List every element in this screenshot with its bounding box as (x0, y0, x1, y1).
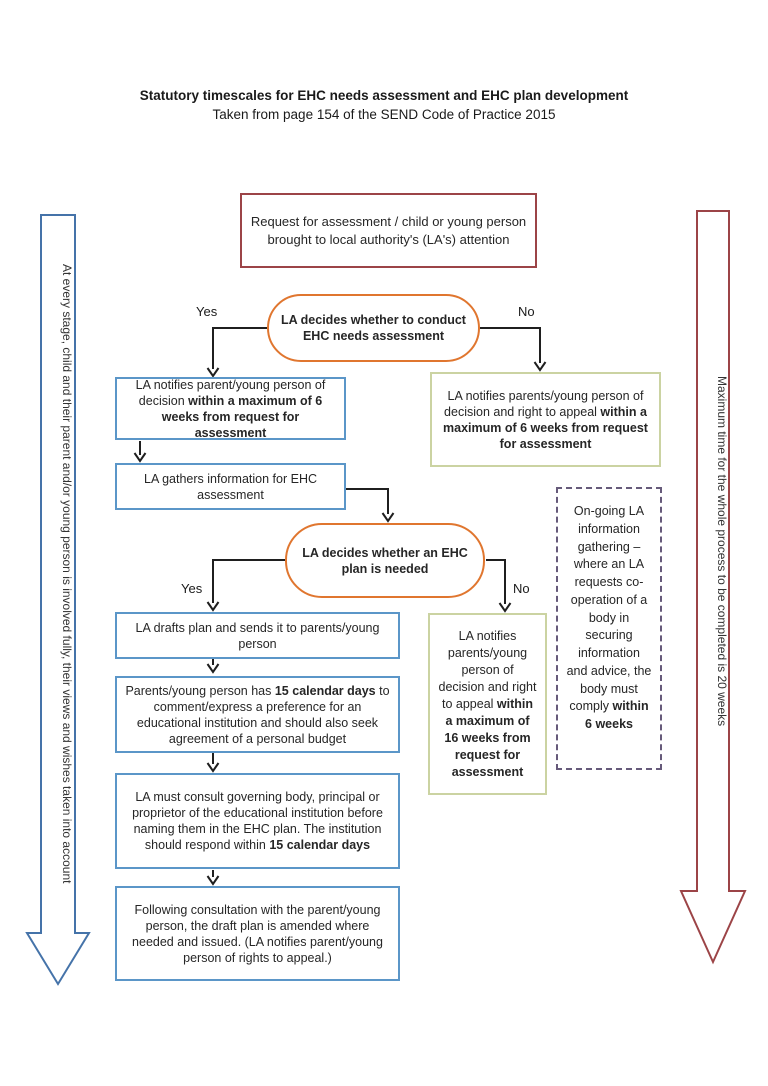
amend-and-issue-plan-box: Following consultation with the parent/y… (115, 886, 400, 981)
page-subtitle: Taken from page 154 of the SEND Code of … (212, 107, 556, 122)
right-timeline-arrow-label: Maximum time for the whole process to be… (715, 375, 729, 727)
yes-label-1: Yes (196, 304, 218, 319)
arrowhead-drafts-to-comment (206, 663, 220, 674)
gathers-information-box: LA gathers information for EHC assessmen… (115, 463, 346, 510)
decision-plan-needed-box: LA decides whether an EHC plan is needed (285, 523, 485, 598)
decision-conduct-assessment-box: LA decides whether to conduct EHC needs … (267, 294, 480, 362)
connector-yes-2 (212, 559, 285, 603)
connector-gathers-to-decision2 (346, 488, 389, 514)
no-label-2: No (513, 581, 530, 596)
arrowhead-gathers-to-decision2 (381, 512, 395, 523)
consult-governing-body-box: LA must consult governing body, principa… (115, 773, 400, 869)
drafts-plan-box: LA drafts plan and sends it to parents/y… (115, 612, 400, 659)
arrowhead-notify-to-gathers (133, 452, 147, 463)
notify-appeal-16-weeks-box: LA notifies parents/young person of deci… (428, 613, 547, 795)
ongoing-information-gathering-box: On-going LA information gathering – wher… (556, 487, 662, 770)
arrowhead-consult-to-issue (206, 875, 220, 886)
left-timeline-arrow-label: At every stage, child and their parent a… (60, 264, 74, 884)
arrowhead-comment-to-consult (206, 762, 220, 773)
arrowhead-no-1 (533, 361, 547, 372)
notify-appeal-6-weeks-box: LA notifies parents/young person of deci… (430, 372, 661, 467)
header: Statutory timescales for EHC needs asses… (0, 88, 768, 122)
comment-15-days-box: Parents/young person has 15 calendar day… (115, 676, 400, 753)
connector-yes-1 (212, 327, 267, 369)
notify-decision-6-weeks-box: LA notifies parent/young person of decis… (115, 377, 346, 440)
request-assessment-box: Request for assessment / child or young … (240, 193, 537, 268)
arrowhead-yes-2 (206, 601, 220, 612)
arrowhead-yes-1 (206, 367, 220, 378)
connector-no-1 (480, 327, 541, 363)
connector-no-2 (486, 559, 506, 604)
yes-label-2: Yes (181, 581, 203, 596)
arrowhead-no-2 (498, 602, 512, 613)
page-title: Statutory timescales for EHC needs asses… (139, 88, 629, 103)
no-label-1: No (518, 304, 535, 319)
